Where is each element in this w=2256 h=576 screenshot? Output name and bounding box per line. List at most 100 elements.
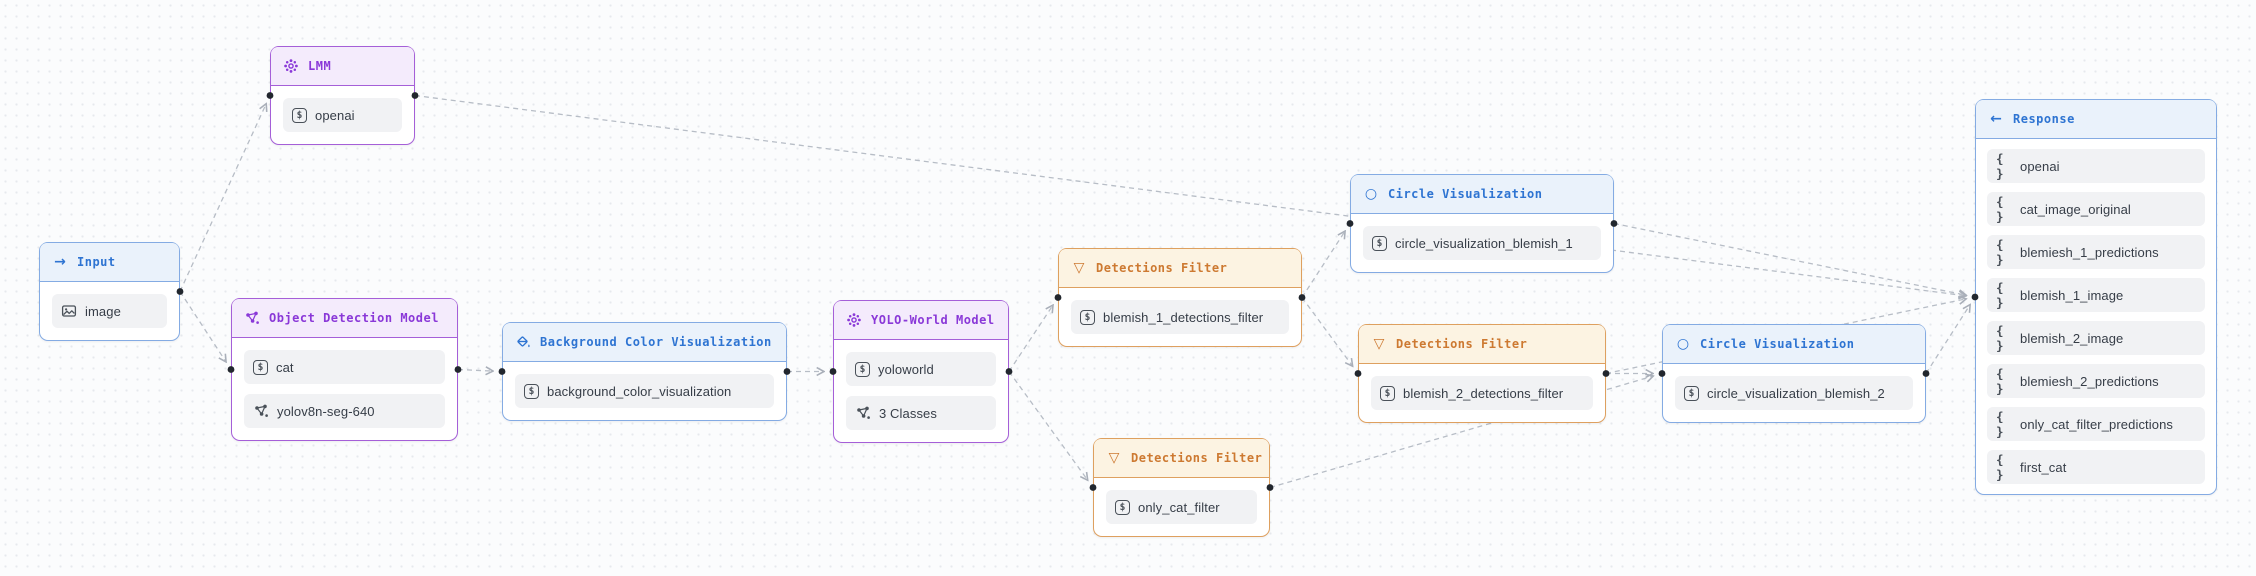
paint-bucket-icon [515, 334, 531, 350]
parameter-label: image [85, 303, 121, 319]
node-title: Detections Filter [1131, 451, 1263, 465]
response-field-label: openai [2020, 158, 2060, 174]
response-field-label: only_cat_filter_predictions [2020, 416, 2174, 432]
parameter-chip[interactable]: image [52, 294, 167, 328]
response-field-label: cat_image_original [2020, 201, 2131, 217]
node-header: ▽ Detections Filter [1059, 249, 1301, 288]
node-title: Circle Visualization [1388, 187, 1543, 201]
edge-odm-to-bcv [457, 370, 493, 372]
node-header: ○ Circle Visualization [1351, 175, 1613, 214]
node-background-color-visualization[interactable]: Background Color Visualization $ backgro… [502, 322, 787, 421]
value-icon: $ [1080, 309, 1095, 325]
model-graph-icon [855, 405, 871, 421]
response-field-chip[interactable]: { } openai [1987, 149, 2205, 183]
braces-icon: { } [1996, 194, 2004, 224]
node-header: ← Response [1976, 100, 2216, 139]
edge-df1-to-cv1 [1301, 231, 1345, 298]
edge-cv2-to-response [1925, 305, 1970, 374]
response-field-label: blemish_1_image [2020, 287, 2124, 303]
response-field-label: blemish_2_image [2020, 330, 2124, 346]
atom-icon [283, 58, 299, 74]
response-field-label: blemiesh_2_predictions [2020, 373, 2159, 389]
response-field-chip[interactable]: { } only_cat_filter_predictions [1987, 407, 2205, 441]
circle-icon: ○ [1364, 186, 1378, 202]
node-title: Response [2013, 112, 2075, 126]
parameter-label: background_color_visualization [547, 383, 732, 399]
edge-df1-to-df2 [1301, 297, 1353, 367]
node-header: YOLO-World Model [834, 301, 1008, 340]
node-detections-filter-3[interactable]: ▽ Detections Filter $ only_cat_filter [1093, 438, 1270, 537]
node-header: ▽ Detections Filter [1359, 325, 1605, 364]
circle-icon: ○ [1676, 336, 1690, 352]
node-input[interactable]: → Input image [39, 242, 180, 341]
parameter-chip[interactable]: $ openai [283, 98, 402, 132]
node-yolo-world-model[interactable]: YOLO-World Model $ yoloworld 3 Classes [833, 300, 1009, 443]
parameter-label: blemish_1_detections_filter [1103, 309, 1264, 325]
response-field-chip[interactable]: { } blemiesh_2_predictions [1987, 364, 2205, 398]
braces-icon: { } [1996, 151, 2004, 181]
node-object-detection-model[interactable]: Object Detection Model $ cat yolov8n-seg… [231, 298, 458, 441]
response-field-chip[interactable]: { } blemish_2_image [1987, 321, 2205, 355]
parameter-label: openai [315, 107, 355, 123]
image-icon [61, 303, 77, 319]
parameter-label: cat [276, 359, 294, 375]
value-icon: $ [253, 359, 268, 375]
node-header: ○ Circle Visualization [1663, 325, 1925, 364]
parameter-label: yoloworld [878, 361, 934, 377]
model-graph-icon [253, 403, 269, 419]
response-field-chip[interactable]: { } blemiesh_1_predictions [1987, 235, 2205, 269]
parameter-label: circle_visualization_blemish_2 [1707, 385, 1885, 401]
parameter-label: only_cat_filter [1138, 499, 1220, 515]
node-response[interactable]: ← Response { } openai { } cat_image_orig… [1975, 99, 2217, 495]
node-detections-filter-2[interactable]: ▽ Detections Filter $ blemish_2_detectio… [1358, 324, 1606, 423]
response-field-chip[interactable]: { } blemish_1_image [1987, 278, 2205, 312]
value-icon: $ [1380, 385, 1395, 401]
parameter-chip[interactable]: $ circle_visualization_blemish_1 [1363, 226, 1601, 260]
parameter-label: blemish_2_detections_filter [1403, 385, 1564, 401]
response-field-label: blemiesh_1_predictions [2020, 244, 2159, 260]
parameter-chip[interactable]: $ background_color_visualization [515, 374, 774, 408]
parameter-chip[interactable]: 3 Classes [846, 396, 996, 430]
braces-icon: { } [1996, 366, 2004, 396]
node-detections-filter-1[interactable]: ▽ Detections Filter $ blemish_1_detectio… [1058, 248, 1302, 347]
parameter-chip[interactable]: $ cat [244, 350, 445, 384]
value-icon: $ [524, 383, 539, 399]
edge-cv1-to-response [1613, 222, 1966, 296]
parameter-chip[interactable]: $ blemish_1_detections_filter [1071, 300, 1289, 334]
funnel-icon: ▽ [1108, 450, 1120, 466]
braces-icon: { } [1996, 280, 2004, 310]
node-title: Detections Filter [1096, 261, 1228, 275]
node-title: Background Color Visualization [540, 335, 772, 349]
parameter-chip[interactable]: $ blemish_2_detections_filter [1371, 376, 1593, 410]
value-icon: $ [855, 361, 870, 377]
funnel-icon: ▽ [1373, 336, 1385, 352]
parameter-label: 3 Classes [879, 405, 937, 421]
parameter-chip[interactable]: yolov8n-seg-640 [244, 394, 445, 428]
node-header: Background Color Visualization [503, 323, 786, 362]
node-circle-visualization-1[interactable]: ○ Circle Visualization $ circle_visualiz… [1350, 174, 1614, 273]
braces-icon: { } [1996, 452, 2004, 482]
braces-icon: { } [1996, 409, 2004, 439]
value-icon: $ [1115, 499, 1130, 515]
node-header: LMM [271, 47, 414, 86]
node-lmm[interactable]: LMM $ openai [270, 46, 415, 145]
arrow-left-icon: ← [1990, 111, 2002, 127]
atom-icon [846, 312, 862, 328]
response-field-chip[interactable]: { } first_cat [1987, 450, 2205, 484]
parameter-label: yolov8n-seg-640 [277, 403, 375, 419]
parameter-chip[interactable]: $ yoloworld [846, 352, 996, 386]
response-field-label: first_cat [2020, 459, 2067, 475]
node-title: YOLO-World Model [871, 313, 995, 327]
response-field-chip[interactable]: { } cat_image_original [1987, 192, 2205, 226]
node-title: LMM [308, 59, 332, 73]
braces-icon: { } [1996, 237, 2004, 267]
parameter-chip[interactable]: $ only_cat_filter [1106, 490, 1257, 524]
model-graph-icon [244, 310, 260, 326]
parameter-chip[interactable]: $ circle_visualization_blemish_2 [1675, 376, 1913, 410]
parameter-label: circle_visualization_blemish_1 [1395, 235, 1573, 251]
node-circle-visualization-2[interactable]: ○ Circle Visualization $ circle_visualiz… [1662, 324, 1926, 423]
edge-input-to-odm [179, 291, 226, 362]
edge-input-to-lmm [179, 104, 266, 292]
value-icon: $ [1684, 385, 1699, 401]
